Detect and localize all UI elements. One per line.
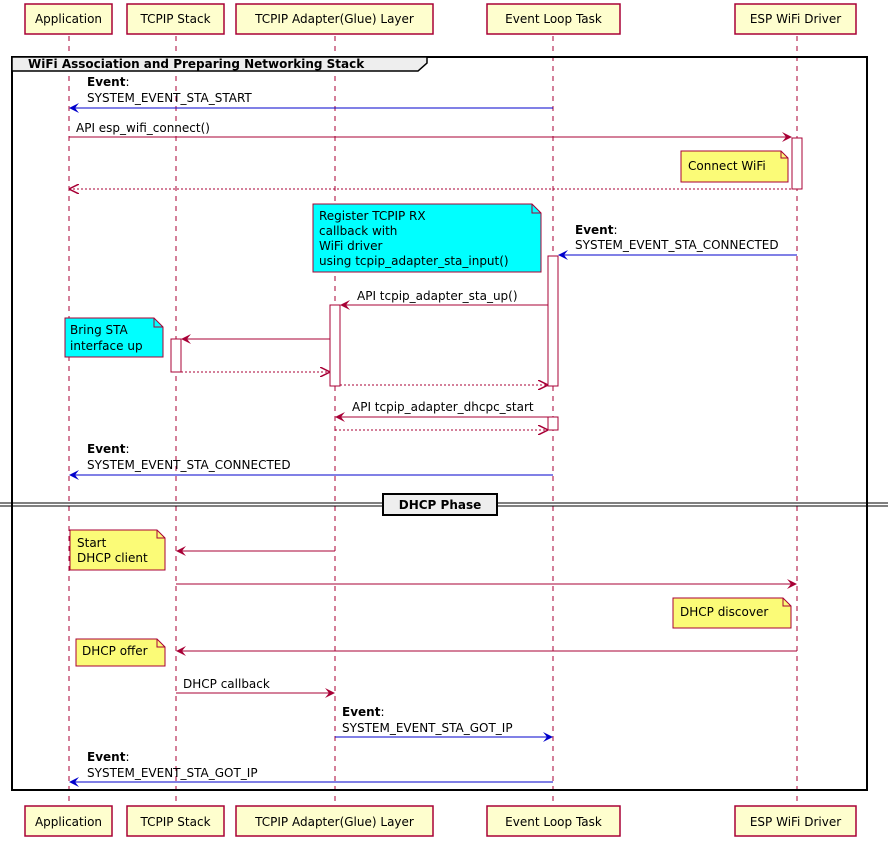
- participant-adapter-top: TCPIP Adapter(Glue) Layer: [235, 3, 434, 35]
- message-bold: Event: [575, 223, 614, 237]
- group-title: WiFi Association and Preparing Networkin…: [28, 57, 365, 71]
- message-bold: Event: [87, 750, 126, 764]
- message-suffix: :: [613, 223, 617, 237]
- message-text: API tcpip_adapter_sta_up(): [357, 289, 518, 303]
- participant-label: TCPIP Stack: [139, 815, 210, 829]
- activation-event-loop-1: [547, 255, 559, 387]
- message-bold: Event: [87, 442, 126, 456]
- note-dhcp-offer: DHCP offer: [75, 638, 166, 667]
- message-sta-connected-app: Event: SYSTEM_EVENT_STA_CONNECTED: [69, 442, 553, 480]
- note-line: DHCP offer: [82, 644, 148, 658]
- group-frame: WiFi Association and Preparing Networkin…: [11, 56, 868, 791]
- participant-application-top: Application: [24, 3, 113, 35]
- note-line: Start: [77, 536, 107, 550]
- message-got-ip-adapter: Event: SYSTEM_EVENT_STA_GOT_IP: [335, 705, 553, 742]
- svg-text:Event:: Event:: [87, 442, 129, 456]
- participant-label: TCPIP Stack: [139, 12, 210, 26]
- note-line: WiFi driver: [319, 239, 382, 253]
- message-esp-wifi-connect: API esp_wifi_connect(): [69, 121, 792, 142]
- note-line: Register TCPIP RX: [319, 209, 426, 223]
- participant-event-loop-top: Event Loop Task: [486, 3, 621, 35]
- message-sta-connected-wifi: Event: SYSTEM_EVENT_STA_CONNECTED: [558, 223, 797, 260]
- note-line: interface up: [70, 339, 143, 353]
- participant-application-bottom: Application: [24, 805, 113, 837]
- message-suffix: :: [125, 75, 129, 89]
- divider-dhcp-phase: DHCP Phase: [0, 493, 888, 516]
- message-text: SYSTEM_EVENT_STA_GOT_IP: [87, 766, 258, 780]
- svg-text:Event:: Event:: [87, 750, 129, 764]
- message-dhcp-callback: DHCP callback: [176, 677, 335, 698]
- message-text: SYSTEM_EVENT_STA_CONNECTED: [575, 238, 779, 252]
- note-line: using tcpip_adapter_sta_input(): [319, 254, 509, 268]
- message-suffix: :: [380, 705, 384, 719]
- note-bring-sta: Bring STA interface up: [64, 317, 164, 358]
- message-text: API esp_wifi_connect(): [76, 121, 210, 135]
- participant-label: ESP WiFi Driver: [750, 815, 841, 829]
- divider-title: DHCP Phase: [399, 498, 482, 512]
- participant-wifi-driver-top: ESP WiFi Driver: [734, 3, 857, 35]
- message-text: SYSTEM_EVENT_STA_GOT_IP: [342, 721, 513, 735]
- note-start-dhcp: Start DHCP client: [69, 529, 166, 571]
- message-text: SYSTEM_EVENT_STA_START: [87, 91, 252, 105]
- message-sta-start: Event: SYSTEM_EVENT_STA_START: [69, 75, 553, 113]
- activation-tcpip-stack: [170, 338, 182, 373]
- participant-tcpip-stack-bottom: TCPIP Stack: [126, 805, 225, 837]
- participant-label: TCPIP Adapter(Glue) Layer: [254, 815, 414, 829]
- note-line: Connect WiFi: [688, 159, 766, 173]
- note-line: callback with: [319, 224, 397, 238]
- participant-label: TCPIP Adapter(Glue) Layer: [254, 12, 414, 26]
- participant-label: Event Loop Task: [505, 12, 602, 26]
- svg-text:Event:: Event:: [575, 223, 617, 237]
- message-bold: Event: [87, 75, 126, 89]
- message-bold: Event: [342, 705, 381, 719]
- note-register-rx: Register TCPIP RX callback with WiFi dri…: [312, 203, 542, 273]
- participant-label: Application: [35, 815, 102, 829]
- message-got-ip-app: Event: SYSTEM_EVENT_STA_GOT_IP: [69, 750, 553, 787]
- message-text: DHCP callback: [183, 677, 270, 691]
- note-line: DHCP client: [77, 551, 148, 565]
- activation-wifi-driver: [791, 137, 803, 190]
- message-text: API tcpip_adapter_dhcpc_start: [352, 400, 534, 414]
- message-dhcpc-start: API tcpip_adapter_dhcpc_start: [335, 400, 548, 422]
- participant-label: Application: [35, 12, 102, 26]
- message-sta-up: API tcpip_adapter_sta_up(): [340, 289, 548, 310]
- svg-text:Event:: Event:: [87, 75, 129, 89]
- participant-tcpip-stack-top: TCPIP Stack: [126, 3, 225, 35]
- activation-event-loop-2: [547, 416, 559, 431]
- note-line: Bring STA: [70, 323, 129, 337]
- participant-label: ESP WiFi Driver: [750, 12, 841, 26]
- participant-label: Event Loop Task: [505, 815, 602, 829]
- participant-adapter-bottom: TCPIP Adapter(Glue) Layer: [235, 805, 434, 837]
- message-suffix: :: [125, 442, 129, 456]
- message-text: SYSTEM_EVENT_STA_CONNECTED: [87, 458, 291, 472]
- participant-event-loop-bottom: Event Loop Task: [486, 805, 621, 837]
- note-line: DHCP discover: [680, 605, 768, 619]
- activation-adapter: [329, 304, 341, 387]
- note-dhcp-discover: DHCP discover: [672, 597, 792, 629]
- svg-text:Event:: Event:: [342, 705, 384, 719]
- message-suffix: :: [125, 750, 129, 764]
- note-connect-wifi: Connect WiFi: [680, 150, 789, 183]
- participant-wifi-driver-bottom: ESP WiFi Driver: [734, 805, 857, 837]
